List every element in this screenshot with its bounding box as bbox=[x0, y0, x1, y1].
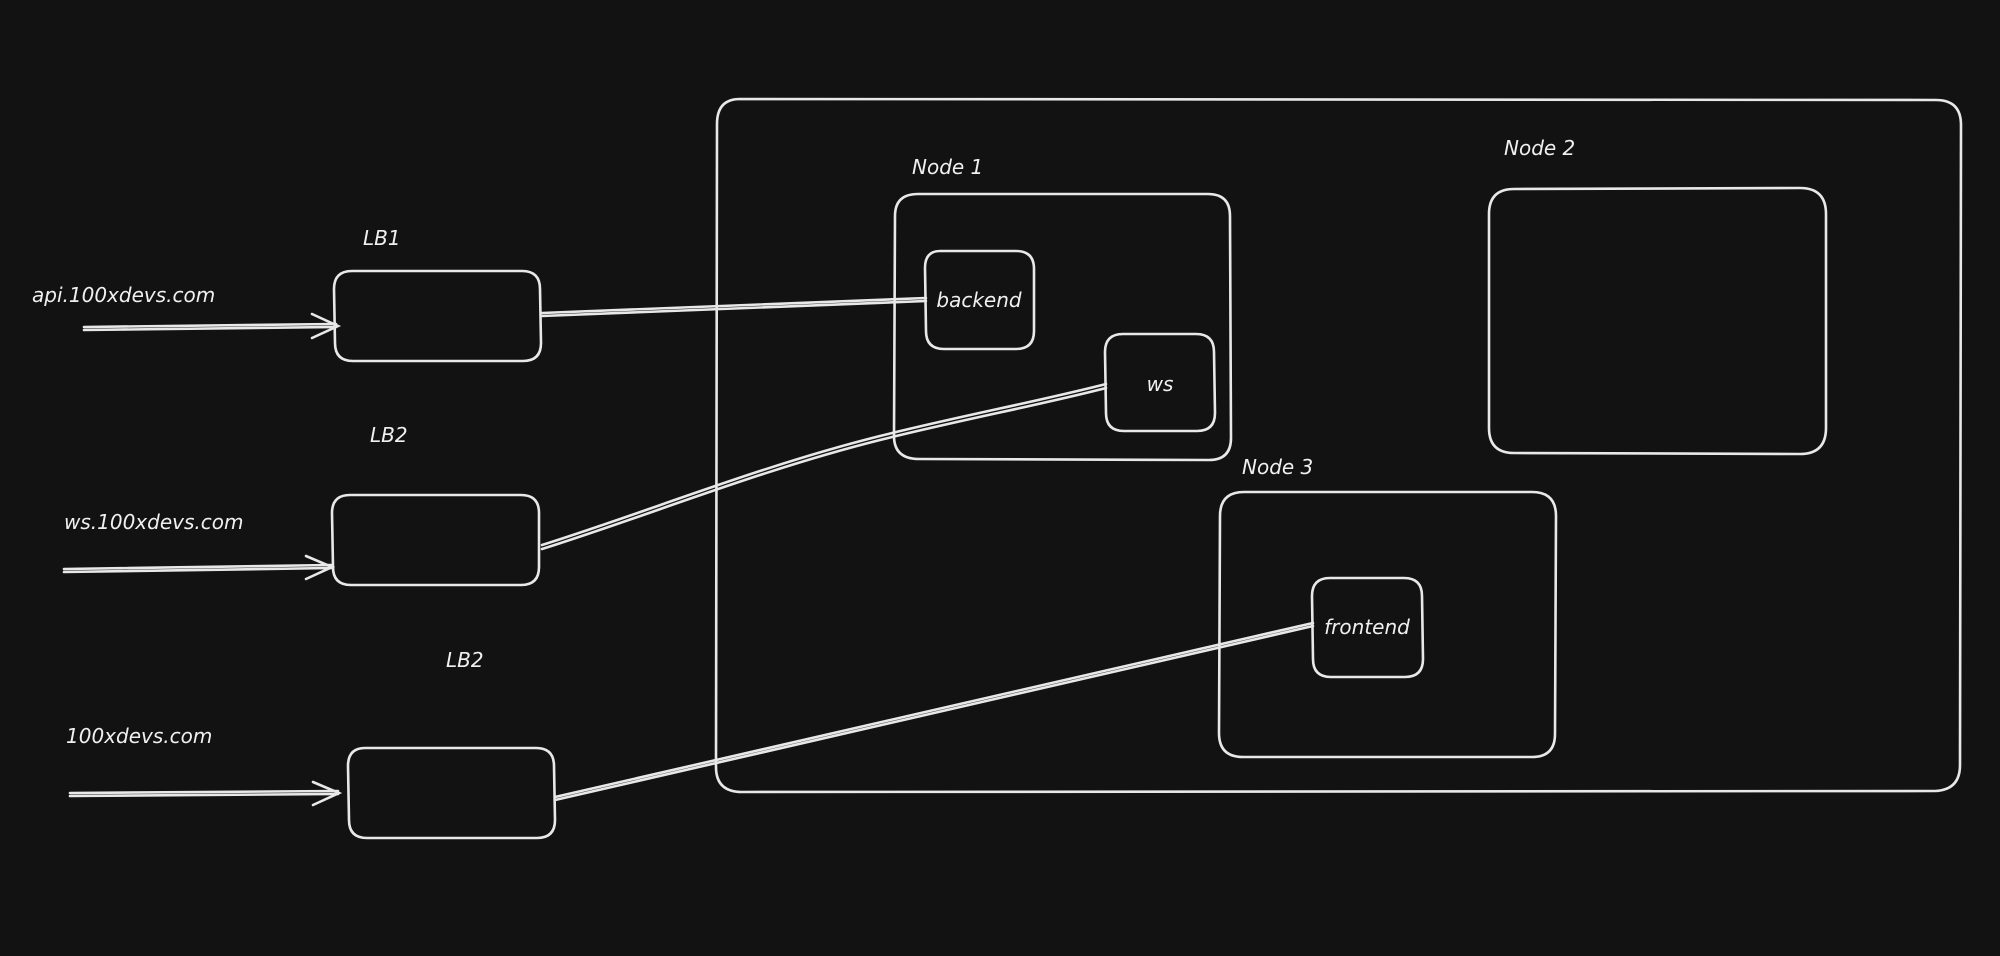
lb3-label: LB2 bbox=[446, 648, 484, 672]
node-1-box bbox=[892, 192, 1233, 462]
node-2-box bbox=[1487, 186, 1828, 456]
lb2-label: LB2 bbox=[370, 423, 408, 447]
backend-service-box bbox=[923, 249, 1036, 351]
node-2-label: Node 2 bbox=[1504, 136, 1575, 160]
root-arrow bbox=[68, 780, 343, 807]
node-3-label: Node 3 bbox=[1242, 455, 1313, 479]
frontend-service-box bbox=[1310, 576, 1425, 679]
domain-api-label: api.100xdevs.com bbox=[32, 283, 215, 307]
cluster-boundary bbox=[714, 97, 1963, 794]
lb2-to-ws-connector bbox=[540, 382, 1108, 551]
domain-root-label: 100xdevs.com bbox=[66, 724, 212, 748]
ws-arrow bbox=[62, 554, 336, 581]
ws-service-box bbox=[1103, 332, 1217, 433]
lb1-label: LB1 bbox=[363, 226, 401, 250]
lb3-box bbox=[346, 746, 557, 840]
domain-ws-label: ws.100xdevs.com bbox=[64, 510, 243, 534]
lb2-box bbox=[330, 493, 541, 587]
api-arrow bbox=[82, 312, 342, 340]
backend-service-label: backend bbox=[936, 288, 1022, 312]
frontend-service-label: frontend bbox=[1324, 615, 1410, 639]
node-1-label: Node 1 bbox=[912, 155, 983, 179]
node-3-box bbox=[1217, 490, 1558, 759]
lb3-to-frontend-connector bbox=[553, 621, 1315, 802]
ws-service-label: ws bbox=[1147, 372, 1174, 396]
lb1-box bbox=[332, 269, 543, 363]
lb1-to-backend-connector bbox=[540, 296, 928, 318]
